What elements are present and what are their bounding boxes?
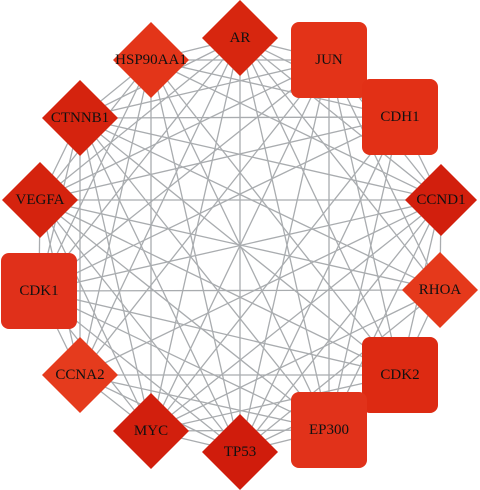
edge-jun-ctnnb1 xyxy=(79,59,330,119)
edge-ccna2-hsp90aa1 xyxy=(79,59,152,376)
node-rhoa[interactable]: RHOA xyxy=(402,252,478,328)
edge-ar-ccnd1 xyxy=(239,37,442,201)
edge-cdh1-vegfa xyxy=(39,116,401,201)
node-cdk1[interactable]: CDK1 xyxy=(1,253,77,329)
node-hsp90aa1-label: HSP90AA1 xyxy=(115,52,187,68)
node-vegfa-label: VEGFA xyxy=(16,192,65,208)
node-tp53[interactable]: TP53 xyxy=(202,414,278,490)
node-ccnd1[interactable]: CCND1 xyxy=(405,164,477,236)
node-ar-diamond xyxy=(202,0,278,76)
node-ep300[interactable]: EP300 xyxy=(291,392,367,468)
node-ccna2-label: CCNA2 xyxy=(55,367,104,383)
node-rhoa-label: RHOA xyxy=(419,282,462,298)
node-jun-rect xyxy=(291,22,367,98)
node-jun[interactable]: JUN xyxy=(291,22,367,98)
node-cdh1-rect xyxy=(362,79,438,155)
node-hsp90aa1-diamond xyxy=(113,22,189,98)
node-ccna2[interactable]: CCNA2 xyxy=(42,337,118,413)
edge-ccnd1-tp53 xyxy=(239,199,442,453)
node-ccnd1-label: CCND1 xyxy=(416,192,465,208)
node-vegfa[interactable]: VEGFA xyxy=(2,162,78,238)
node-cdk1-rect xyxy=(1,253,77,329)
edge-ar-rhoa xyxy=(239,37,441,291)
node-tp53-diamond xyxy=(202,414,278,490)
node-ep300-rect xyxy=(291,392,367,468)
edge-ar-ccna2 xyxy=(79,37,241,376)
edge-tp53-ctnnb1 xyxy=(79,117,241,453)
edge-cdh1-hsp90aa1 xyxy=(150,59,401,118)
edge-myc-ctnnb1 xyxy=(79,117,152,432)
edge-tp53-hsp90aa1 xyxy=(150,59,241,453)
edge-cdh1-tp53 xyxy=(239,116,401,453)
node-cdh1-label: CDH1 xyxy=(380,109,419,125)
edge-ar-ep300 xyxy=(239,37,330,431)
node-hsp90aa1[interactable]: HSP90AA1 xyxy=(113,22,189,98)
node-ep300-label: EP300 xyxy=(309,422,349,438)
edge-ep300-ctnnb1 xyxy=(79,117,330,431)
node-jun-label: JUN xyxy=(315,52,343,68)
edge-cdh1-ctnnb1 xyxy=(79,116,401,119)
node-cdh1[interactable]: CDH1 xyxy=(362,79,438,155)
edge-ccnd1-ctnnb1 xyxy=(79,117,442,201)
node-ar[interactable]: AR xyxy=(202,0,278,76)
node-ccnd1-diamond xyxy=(405,164,477,236)
edge-ep300-vegfa xyxy=(39,199,330,431)
edge-cdk2-hsp90aa1 xyxy=(150,59,401,376)
edge-ccnd1-myc xyxy=(150,199,442,432)
edge-ep300-cdk1 xyxy=(38,290,330,431)
edge-cdk1-hsp90aa1 xyxy=(38,59,152,292)
edge-ar-cdk2 xyxy=(239,37,401,376)
node-myc[interactable]: MYC xyxy=(113,393,189,469)
edge-cdk2-cdk1 xyxy=(38,290,401,376)
node-cdk2-label: CDK2 xyxy=(380,367,419,383)
node-ctnnb1-label: CTNNB1 xyxy=(51,110,109,126)
edge-ar-cdk1 xyxy=(38,37,241,292)
edge-rhoa-cdk1 xyxy=(38,289,441,292)
edge-jun-tp53 xyxy=(239,59,330,453)
node-cdk2[interactable]: CDK2 xyxy=(362,337,438,413)
node-ctnnb1[interactable]: CTNNB1 xyxy=(42,80,118,156)
edge-ccnd1-ep300 xyxy=(328,199,442,431)
edge-tp53-vegfa xyxy=(39,199,241,453)
node-ctnnb1-diamond xyxy=(42,80,118,156)
edge-ar-vegfa xyxy=(39,37,241,201)
edge-ep300-ccna2 xyxy=(79,374,330,431)
node-vegfa-diamond xyxy=(2,162,78,238)
node-tp53-label: TP53 xyxy=(224,444,257,460)
edge-rhoa-ctnnb1 xyxy=(79,117,441,291)
edge-cdk2-ctnnb1 xyxy=(79,117,401,376)
node-cdk2-rect xyxy=(362,337,438,413)
node-cdk1-label: CDK1 xyxy=(19,283,58,299)
edge-cdk2-vegfa xyxy=(39,199,401,376)
node-myc-label: MYC xyxy=(134,423,168,439)
edge-rhoa-tp53 xyxy=(239,289,441,453)
edge-myc-vegfa xyxy=(39,199,152,432)
edge-cdk2-myc xyxy=(150,374,401,432)
edge-cdh1-cdk1 xyxy=(38,116,401,292)
node-rhoa-diamond xyxy=(402,252,478,328)
node-myc-diamond xyxy=(113,393,189,469)
edge-ep300-hsp90aa1 xyxy=(150,59,330,431)
edge-jun-rhoa xyxy=(328,59,441,291)
node-ccna2-diamond xyxy=(42,337,118,413)
edge-ccnd1-hsp90aa1 xyxy=(150,59,442,201)
node-ar-label: AR xyxy=(230,30,251,46)
edge-jun-cdk1 xyxy=(38,59,330,292)
edge-cdh1-myc xyxy=(150,116,401,432)
